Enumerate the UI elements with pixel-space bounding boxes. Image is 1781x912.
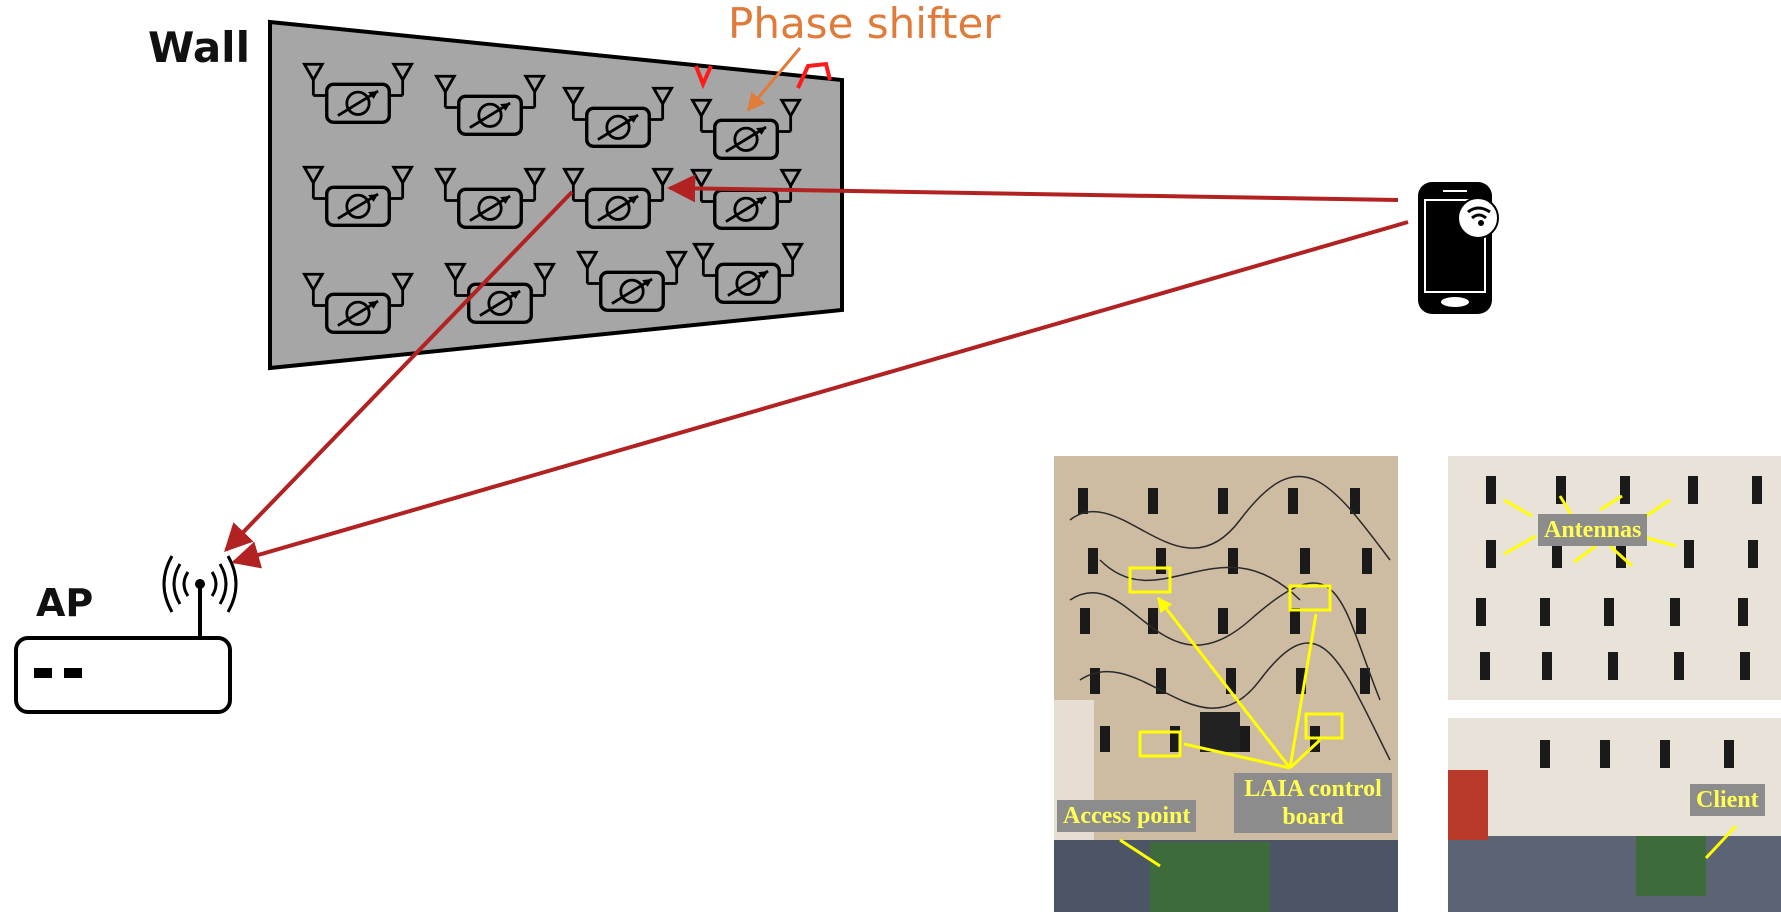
ap-label: AP bbox=[36, 581, 93, 625]
signal-phone-to-wall bbox=[667, 174, 1399, 203]
broadcast-icon bbox=[162, 555, 238, 613]
access-point-label: Access point bbox=[1057, 800, 1197, 832]
control-board-label: LAIA control board bbox=[1234, 773, 1392, 833]
router-icon bbox=[14, 586, 232, 714]
annotation-mark bbox=[694, 65, 713, 90]
phase-shifter-pointer bbox=[746, 47, 802, 112]
antennas-label: Antennas bbox=[1538, 514, 1648, 546]
signal-phone-to-ap bbox=[231, 220, 1409, 569]
phase-shifter-label: Phase shifter bbox=[728, 0, 1001, 48]
wifi-icon bbox=[1457, 197, 1499, 239]
photo-left bbox=[1054, 456, 1398, 912]
client-label: Client bbox=[1690, 784, 1765, 816]
signal-wall-to-ap bbox=[224, 190, 574, 553]
wall-panel bbox=[268, 19, 844, 371]
wall-label: Wall bbox=[148, 23, 250, 72]
annotation-mark bbox=[796, 61, 832, 89]
